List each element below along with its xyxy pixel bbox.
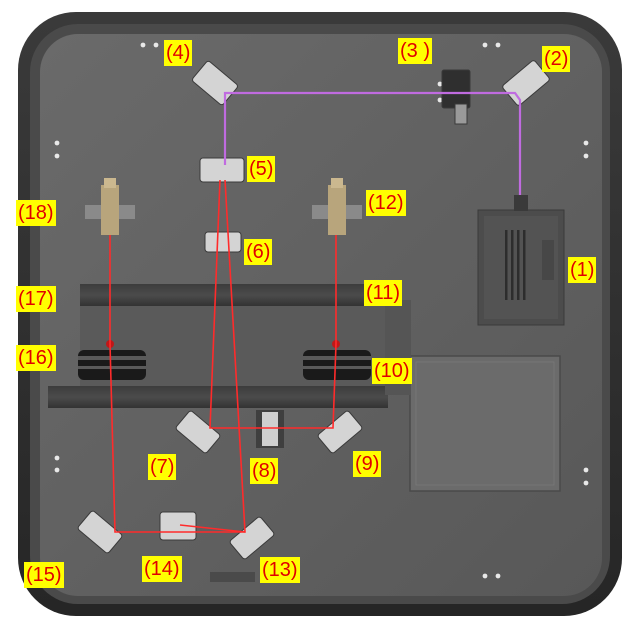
label-1: (1) (568, 257, 597, 283)
red-beams (109, 179, 337, 533)
label-2: (2) (542, 46, 571, 72)
label-12: (12) (366, 190, 406, 216)
label-18: (18) (16, 200, 56, 226)
label-7: (7) (148, 454, 177, 480)
label-8: (8) (250, 458, 279, 484)
label-17: (17) (16, 286, 56, 312)
label-5: (5) (247, 156, 276, 182)
upper-rail (80, 284, 385, 306)
collimator-right (312, 178, 362, 235)
label-3: (3 ) (398, 38, 432, 64)
label-9: (9) (353, 451, 382, 477)
edge-holes (54, 42, 589, 579)
label-10: (10) (372, 358, 412, 384)
laser-module (477, 195, 565, 326)
label-14: (14) (142, 556, 182, 582)
cover-panel (409, 355, 561, 492)
label-16: (16) (16, 345, 56, 371)
label-13: (13) (260, 557, 300, 583)
purple-beam (223, 91, 522, 195)
label-15: (15) (24, 562, 64, 588)
label-6: (6) (244, 239, 273, 265)
label-4: (4) (164, 40, 193, 66)
bottom-tab (210, 572, 255, 582)
lower-rail (48, 386, 388, 408)
label-11: (11) (364, 280, 403, 306)
collimator-left (85, 178, 135, 235)
